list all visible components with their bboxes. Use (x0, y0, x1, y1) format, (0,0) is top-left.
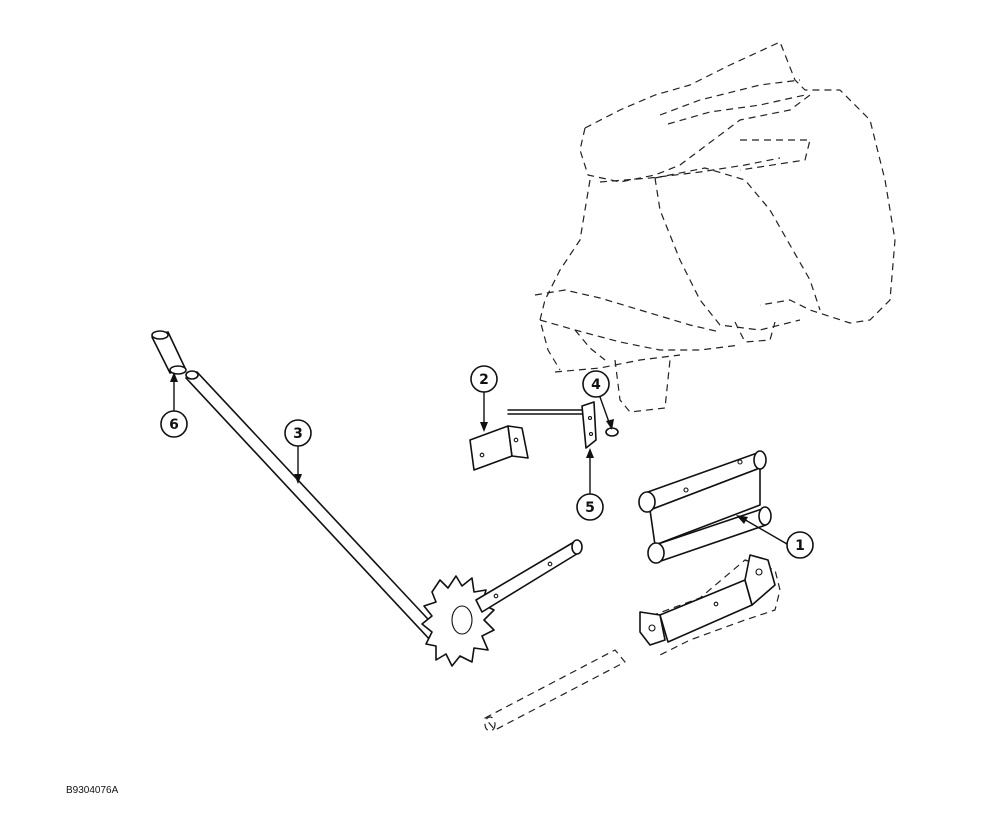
callout-3-label: 3 (293, 426, 303, 442)
callout-6: 6 (160, 410, 188, 438)
figure-id: B9304076A (66, 785, 119, 796)
callout-5-label: 5 (585, 500, 595, 516)
part-6-grip (151, 330, 187, 375)
part-1-mounting-bracket (639, 554, 776, 646)
callout-5: 5 (576, 493, 604, 521)
callout-6-label: 6 (169, 417, 179, 433)
callout-4: 4 (582, 370, 610, 398)
ghost-lower-shaft (484, 649, 626, 732)
callout-4-label: 4 (591, 377, 601, 393)
part-2-bent-plate (469, 425, 529, 471)
callout-1: 1 (786, 531, 814, 559)
callout-3: 3 (284, 419, 312, 447)
callout-2: 2 (470, 365, 498, 393)
part-5-l-rod (507, 401, 597, 449)
leader-lines (170, 372, 788, 545)
callout-2-label: 2 (479, 372, 489, 388)
part-1-tube-assembly (638, 450, 772, 564)
callout-1-label: 1 (795, 538, 805, 554)
ghost-housing (534, 41, 896, 413)
part-3-crank-rod (185, 370, 583, 667)
